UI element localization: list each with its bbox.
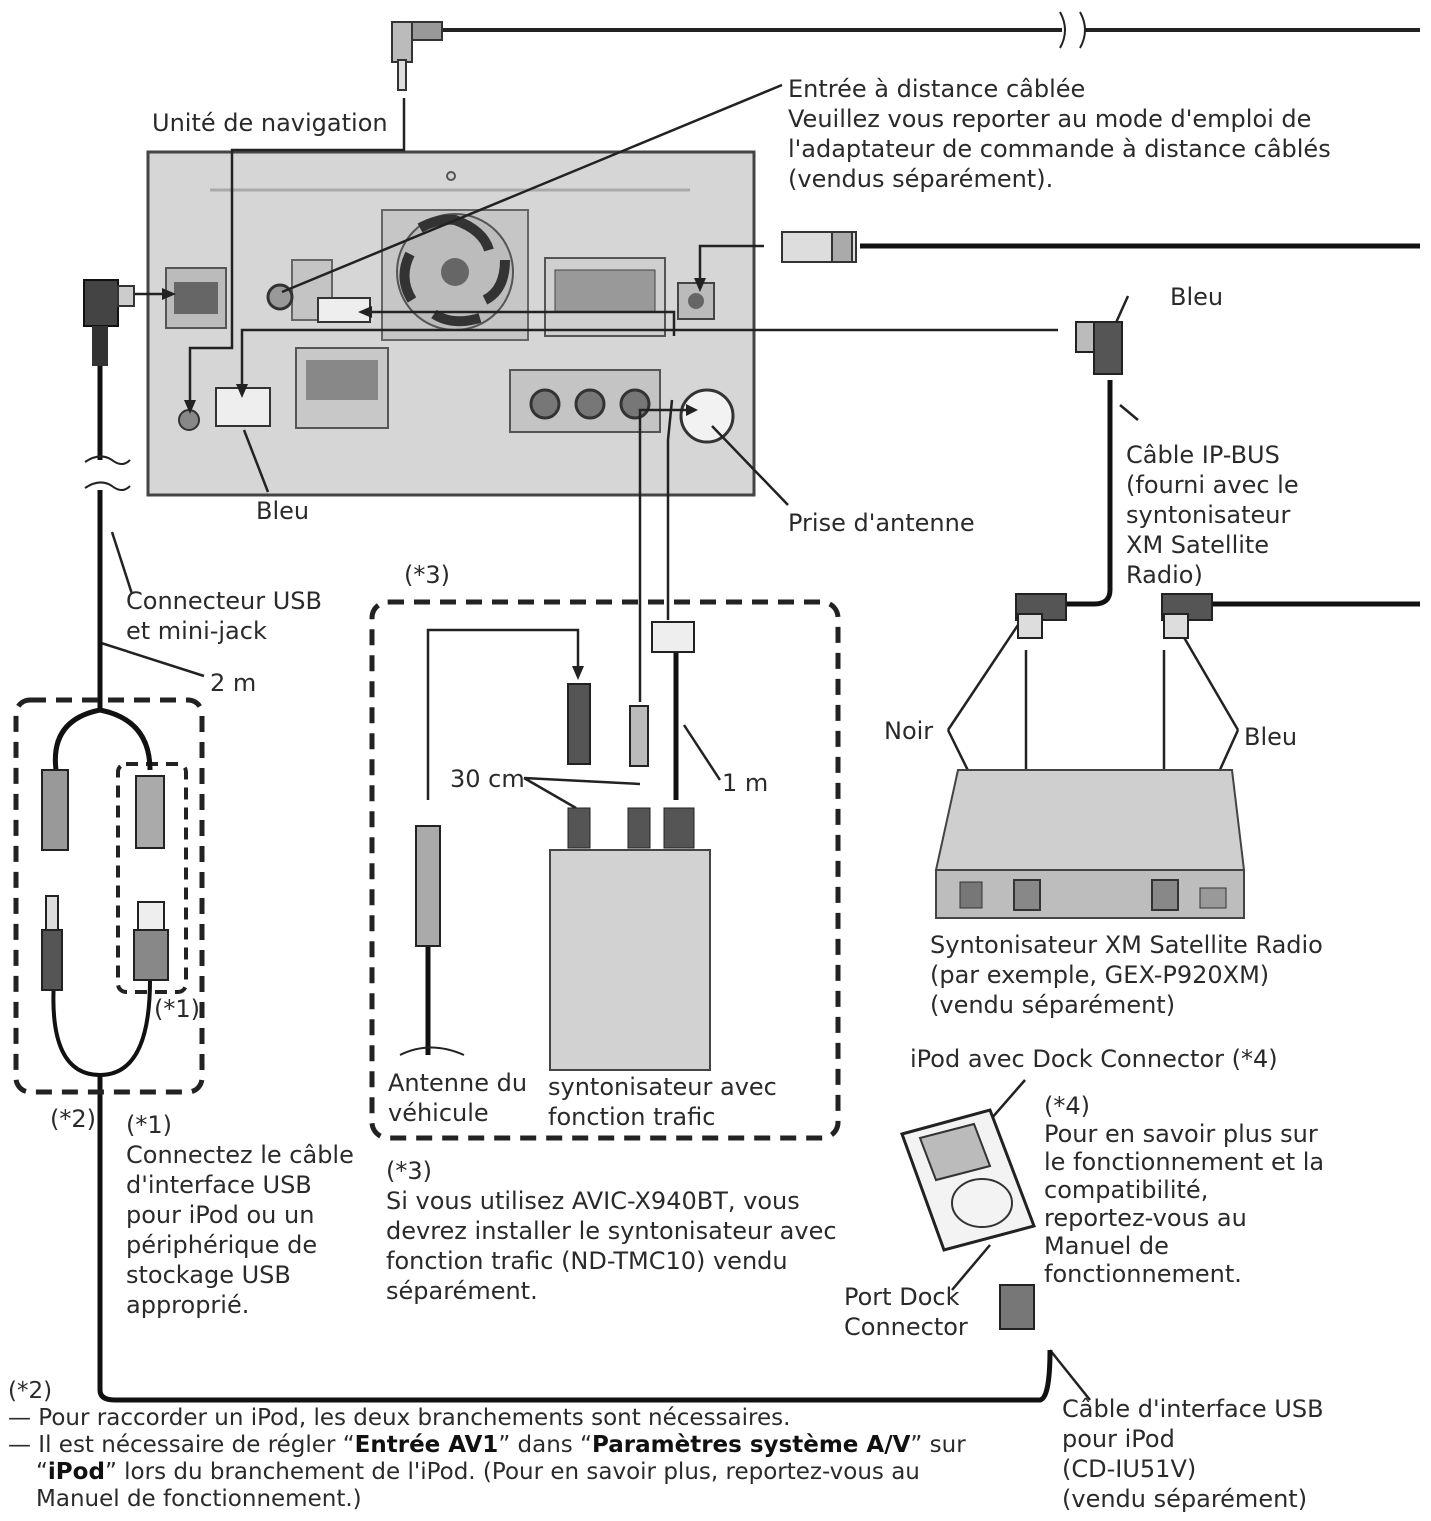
ip-bus-plug-black: [1015, 593, 1067, 639]
antenna-jack-label: Prise d'antenne: [788, 509, 975, 537]
xm-tuner-box: [934, 769, 1246, 919]
length-30cm-label: 30 cm: [450, 765, 525, 793]
blue-label-tuner: Bleu: [1244, 723, 1298, 751]
usb-group: [13, 697, 205, 1095]
mini-jack-plug-top: [391, 11, 1420, 91]
ipod-dock-label: iPod avec Dock Connector (*4): [910, 1045, 1278, 1073]
xm-tuner-label: Syntonisateur XM Satellite Radio(par exe…: [930, 931, 1323, 1019]
black-label: Noir: [884, 717, 934, 745]
ref1-label-small: (*1): [154, 995, 200, 1023]
note-2: (*2) — Pour raccorder un iPod, les deux …: [8, 1378, 966, 1512]
length-1m-label: 1 m: [722, 769, 769, 797]
length-2m-label: 2 m: [210, 669, 257, 697]
blue-label-top: Bleu: [1170, 283, 1224, 311]
ip-bus-plug-blue: [1161, 593, 1213, 639]
ref2-label-small: (*2): [50, 1105, 96, 1133]
usb-minijack-connector: [83, 279, 135, 366]
nav-unit-label: Unité de navigation: [152, 109, 388, 137]
ip-bus-plug-top: [1075, 321, 1123, 375]
ipbus-cable-label: Câble IP-BUS(fourni avec le syntonisateu…: [1126, 441, 1299, 589]
ref3-label-top: (*3): [404, 561, 450, 589]
remote-adapter-plug: [781, 231, 857, 263]
navigation-unit: [146, 150, 756, 497]
traffic-tuner-group: [369, 599, 841, 1141]
blue-label-unit: Bleu: [256, 497, 310, 525]
ipod: [900, 1108, 1036, 1330]
